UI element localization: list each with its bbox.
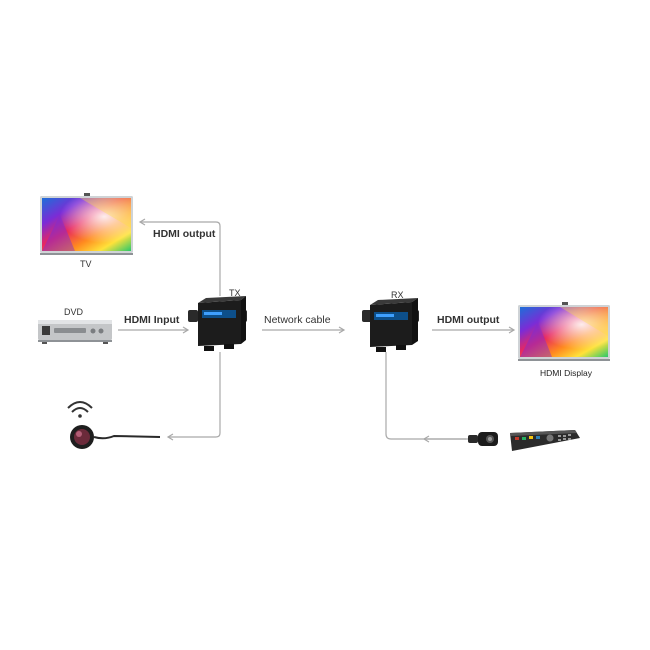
hdmi-input-label: HDMI Input (124, 314, 180, 326)
hdmi-output-top-label: HDMI output (153, 228, 216, 240)
hdmi-output-right-label: HDMI output (437, 314, 500, 326)
tx-extender-icon (188, 296, 247, 351)
dvd-label: DVD (64, 307, 84, 317)
tv-icon (40, 193, 133, 255)
tx-label: TX (229, 288, 241, 298)
network-cable-label: Network cable (264, 314, 331, 326)
monitor-icon (518, 302, 610, 361)
tv-label: TV (80, 259, 92, 269)
rx-extender-icon (362, 298, 419, 352)
remote-control-icon (510, 430, 580, 451)
ir-emitter-line (166, 352, 221, 441)
rx-label: RX (391, 290, 404, 300)
ir-receiver-icon (468, 432, 498, 446)
hdmi-display-label: HDMI Display (540, 368, 592, 378)
connection-lines (118, 218, 516, 443)
ir-emitter-icon (67, 401, 161, 449)
hdmi-output-line-tv (138, 218, 221, 296)
ir-receiver-line (385, 352, 466, 440)
dvd-player-icon (38, 320, 112, 344)
